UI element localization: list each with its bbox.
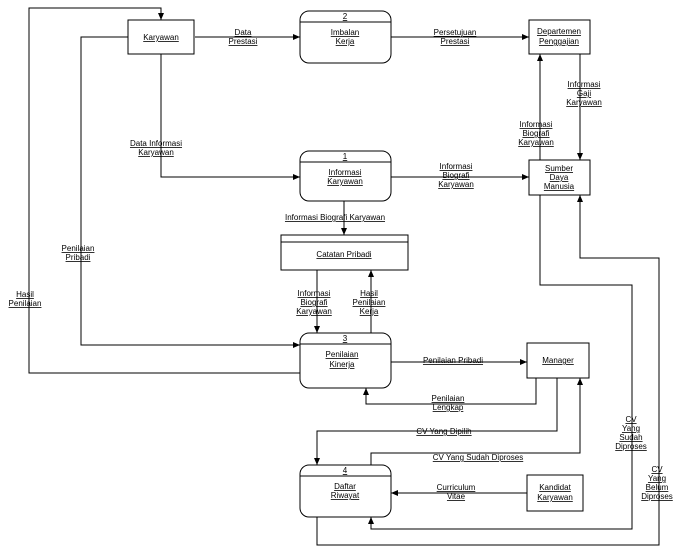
process-1-number: 1: [343, 152, 348, 161]
process-3-name-2: Kinerja: [330, 360, 355, 369]
label-data-prestasi-2: Prestasi: [229, 37, 258, 46]
entity-manager-label: Manager: [542, 356, 574, 365]
entity-karyawan[interactable]: Karyawan: [127, 19, 195, 55]
process-4-number: 4: [343, 466, 348, 475]
label-curriculum-vitae-2: Vitae: [447, 492, 466, 501]
label-biografi-p1-1: Informasi: [440, 162, 473, 171]
process-2-name-1: Imbalan: [331, 28, 359, 37]
datastore-label: Catatan Pribadi: [316, 250, 371, 259]
flow-cv-sudah-diproses-mid: [370, 378, 583, 465]
label-informasi-gaji-3: Karyawan: [566, 98, 602, 107]
label-biografi-p1-3: Karyawan: [438, 180, 474, 189]
label-biografi-sdm-2: Biografi: [522, 129, 549, 138]
flow-penilaian-pribadi-left: [80, 36, 300, 348]
label-biografi-p1-2: Biografi: [442, 171, 469, 180]
entity-manager[interactable]: Manager: [526, 342, 590, 379]
label-hasil-penilaian-kerja-3: Kerja: [360, 307, 379, 316]
label-cv-sudah-right-3: Sudah: [619, 433, 642, 442]
label-cv-belum-2: Yang: [648, 474, 666, 483]
label-biografi-p3-1: Informasi: [298, 289, 331, 298]
flow-labels: Data Prestasi Persetujuan Prestasi Infor…: [9, 28, 673, 501]
entity-departemen-penggajian[interactable]: Departemen Penggajian: [528, 19, 591, 55]
flow-cv-sudah-diproses-right: [368, 195, 633, 530]
label-data-prestasi-1: Data: [235, 28, 252, 37]
label-cv-sudah-diproses-mid: CV Yang Sudah Diproses: [433, 453, 523, 462]
entity-sdm-label-2: Daya: [550, 173, 569, 182]
label-biografi-p3-2: Biografi: [300, 298, 327, 307]
label-penilaian-pribadi-mgr: Penilaian Pribadi: [423, 356, 483, 365]
process-4-daftar-riwayat[interactable]: 4 Daftar Riwayat: [299, 464, 392, 518]
process-4-name-1: Daftar: [334, 482, 356, 491]
label-data-informasi-2: Karyawan: [138, 148, 174, 157]
process-1-name-1: Informasi: [329, 168, 362, 177]
process-2-name-2: Kerja: [336, 37, 355, 46]
label-hasil-penilaian-left-2: Penilaian: [9, 299, 42, 308]
entity-sdm-label-3: Manusia: [544, 182, 575, 191]
entity-departemen-label-1: Departemen: [537, 27, 581, 36]
label-informasi-gaji-2: Gaji: [577, 89, 591, 98]
label-biografi-p3-3: Karyawan: [296, 307, 332, 316]
flow-penilaian-lengkap: [363, 378, 537, 405]
process-1-name-2: Karyawan: [327, 177, 363, 186]
label-cv-dipilih: CV Yang Dipilih: [416, 427, 471, 436]
label-persetujuan-prestasi-2: Prestasi: [441, 37, 470, 46]
label-cv-sudah-right-1: CV: [625, 415, 637, 424]
entity-departemen-label-2: Penggajian: [539, 37, 579, 46]
entity-kandidat-label-1: Kandidat: [539, 483, 571, 492]
flow-cv-dipilih: [314, 378, 558, 465]
process-1-informasi-karyawan[interactable]: 1 Informasi Karyawan: [299, 150, 392, 202]
label-penilaian-pribadi-left-1: Penilaian: [62, 244, 95, 253]
label-persetujuan-prestasi-1: Persetujuan: [434, 28, 477, 37]
label-biografi-sdm-1: Informasi: [520, 120, 553, 129]
flow-hasil-penilaian-left: [28, 7, 300, 374]
label-hasil-penilaian-left-1: Hasil: [16, 290, 34, 299]
label-cv-belum-3: Belum: [646, 483, 669, 492]
process-2-number: 2: [343, 12, 348, 21]
process-3-penilaian-kinerja[interactable]: 3 Penilaian Kinerja: [299, 332, 392, 389]
process-3-number: 3: [343, 334, 348, 343]
datastore-catatan-pribadi[interactable]: Catatan Pribadi: [280, 234, 409, 271]
flow-cv-belum-diproses: [316, 195, 660, 546]
label-cv-sudah-right-2: Yang: [622, 424, 640, 433]
entity-sdm-label-1: Sumber: [545, 164, 573, 173]
entity-kandidat-label-2: Karyawan: [537, 493, 573, 502]
process-3-name-1: Penilaian: [326, 350, 359, 359]
label-cv-belum-1: CV: [651, 465, 663, 474]
label-penilaian-lengkap-2: Lengkap: [433, 403, 464, 412]
process-2-imbalan-kerja[interactable]: 2 Imbalan Kerja: [299, 10, 392, 64]
label-hasil-penilaian-kerja-1: Hasil: [360, 289, 378, 298]
label-cv-sudah-right-4: Diproses: [615, 442, 647, 451]
entity-karyawan-label: Karyawan: [143, 33, 179, 42]
process-4-name-2: Riwayat: [331, 491, 360, 500]
label-penilaian-pribadi-left-2: Pribadi: [66, 253, 91, 262]
entity-sumber-daya-manusia[interactable]: Sumber Daya Manusia: [528, 159, 591, 196]
flow-lines: [28, 7, 660, 546]
label-biografi-store: Informasi Biografi Karyawan: [285, 213, 385, 222]
label-biografi-sdm-3: Karyawan: [518, 138, 554, 147]
label-informasi-gaji-1: Informasi: [568, 80, 601, 89]
label-curriculum-vitae-1: Curriculum: [437, 483, 476, 492]
label-cv-belum-4: Diproses: [641, 492, 673, 501]
label-penilaian-lengkap-1: Penilaian: [432, 394, 465, 403]
entity-kandidat-karyawan[interactable]: Kandidat Karyawan: [526, 474, 584, 512]
label-hasil-penilaian-kerja-2: Penilaian: [353, 298, 386, 307]
label-data-informasi-1: Data Informasi: [130, 139, 182, 148]
flow-data-informasi-karyawan: [160, 54, 300, 180]
